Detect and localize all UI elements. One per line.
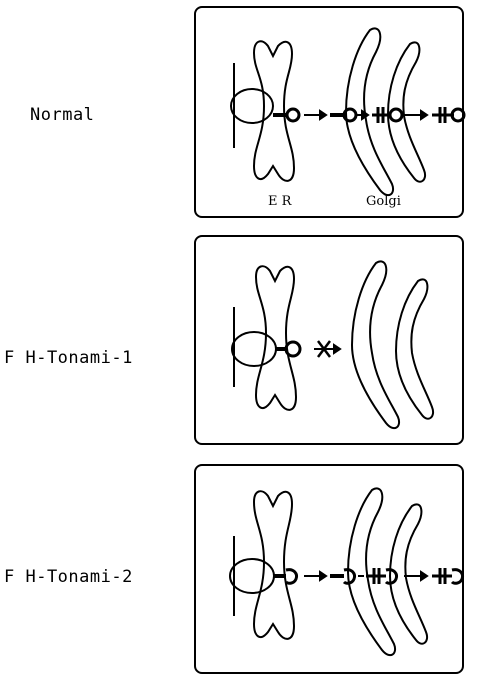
receptor-ring: [285, 107, 301, 123]
golgi-label: Golgi: [366, 194, 401, 209]
er-shape: [254, 265, 298, 411]
blocked-transport-diagram: [231, 260, 434, 430]
golgi-cisterna-1: [350, 260, 400, 430]
hooked-receptor: [284, 568, 298, 585]
panel-fh-tonami-1: [194, 235, 464, 445]
golgi-cisterna-2: [394, 278, 434, 420]
golgi-cisterna-1: [346, 487, 396, 657]
cell-ellipse: [229, 558, 275, 594]
receptor-ring: [284, 340, 302, 358]
golgi-cisterna-2: [386, 41, 426, 183]
normal-transport-diagram: [230, 27, 466, 197]
panel-fh-tonami-2: [194, 464, 464, 674]
block-x-2: [317, 340, 331, 358]
golgi-cisterna-2: [388, 503, 428, 645]
panel-normal: E R Golgi: [194, 6, 466, 218]
er-shape: [252, 490, 296, 640]
hooked-transport-diagram: [229, 487, 464, 657]
cell-ellipse: [231, 331, 277, 367]
er-label: E R: [268, 194, 292, 209]
row-label-fh-tonami-2: F H-Tonami-2: [4, 567, 133, 587]
row-label-fh-tonami-1: F H-Tonami-1: [4, 348, 133, 368]
row-label-normal: Normal: [30, 105, 95, 125]
arrowhead: [319, 109, 328, 121]
cell-ellipse: [230, 88, 274, 124]
er-shape: [252, 40, 296, 182]
golgi-cisterna-1: [344, 27, 394, 197]
